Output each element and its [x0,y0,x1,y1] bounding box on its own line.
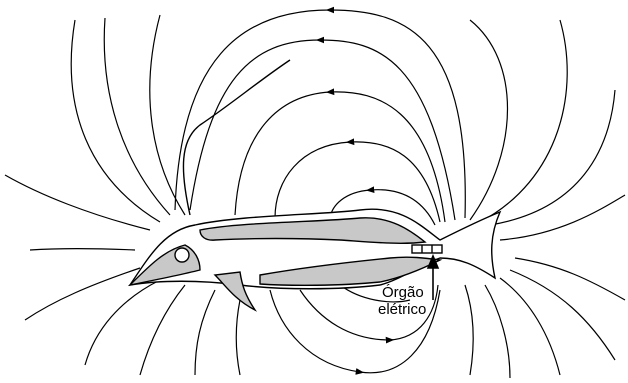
fish [130,60,500,310]
label-line-2: elétrico [378,301,426,318]
fish-eye [175,248,189,262]
field-line [104,18,170,215]
dorsal-contour [183,60,290,215]
field-line [71,20,160,222]
field-line [510,270,615,360]
field-line [485,285,510,378]
field-line [515,258,625,300]
electric-organ-block [412,245,442,253]
field-line [480,20,567,222]
field-line [140,285,185,375]
field-line [175,10,465,218]
label-line-1: Órgão [382,284,424,301]
field-line [490,90,615,225]
field-line [85,280,160,365]
field-line [235,92,445,222]
field-line [470,20,508,220]
field-line [195,290,215,375]
field-line [25,268,140,320]
field-line [465,285,473,375]
field-line [5,175,150,230]
field-line [150,15,185,215]
field-line [30,249,135,251]
field-line [190,40,455,220]
field-line [236,300,240,375]
